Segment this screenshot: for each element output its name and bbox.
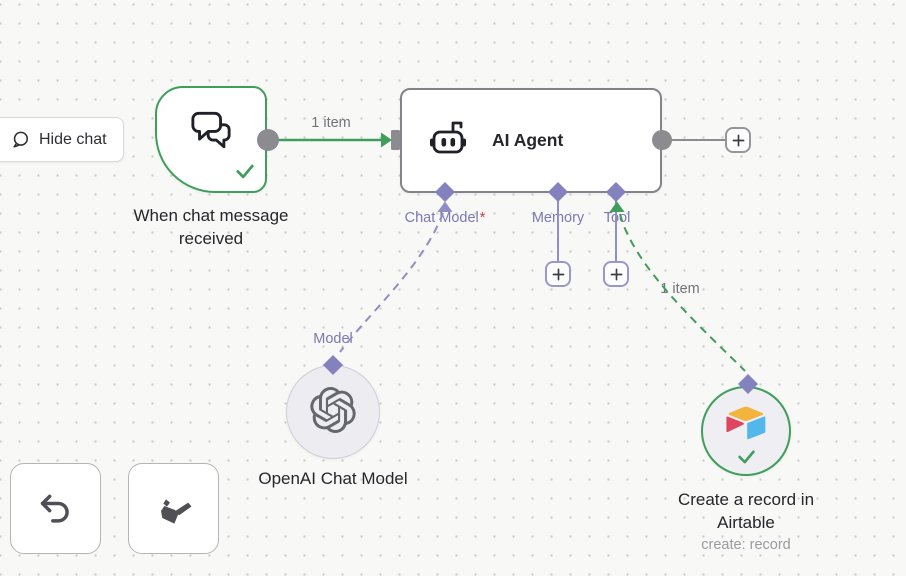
- memory-port-label: Memory: [531, 210, 585, 226]
- node-ai-agent[interactable]: AI Agent: [400, 88, 662, 193]
- tool-port-label: Tool: [603, 210, 631, 226]
- agent-node-title: AI Agent: [492, 130, 564, 150]
- trigger-node-label: When chat message received: [133, 206, 289, 248]
- add-node-after-agent-button[interactable]: [725, 127, 751, 153]
- undo-icon: [40, 494, 69, 523]
- plus-icon: [732, 134, 744, 146]
- node-chat-trigger[interactable]: [155, 86, 267, 193]
- hide-chat-label: Hide chat: [39, 130, 107, 148]
- chatmodel-port-label: Chat Model*: [404, 210, 486, 226]
- node-airtable[interactable]: [701, 386, 791, 476]
- openai-node-label: OpenAI Chat Model: [258, 469, 408, 488]
- airtable-logo-icon: [724, 404, 768, 447]
- openai-logo-icon: [310, 386, 356, 438]
- plus-icon: [610, 268, 622, 280]
- node-openai-chat-model[interactable]: [286, 365, 380, 459]
- undo-button[interactable]: [10, 463, 101, 554]
- add-memory-button[interactable]: [545, 261, 571, 287]
- plus-icon: [552, 268, 564, 280]
- airtable-operation-label: create: record: [701, 537, 791, 553]
- tool-connection-items-count: 1 item: [660, 281, 700, 297]
- success-check-icon: [235, 163, 255, 184]
- broom-icon: [160, 498, 191, 524]
- chat-bubbles-icon: [188, 110, 234, 157]
- airtable-node-label: Create a record in Airtable: [677, 490, 815, 532]
- tidy-up-button[interactable]: [128, 463, 219, 554]
- hide-chat-button[interactable]: Hide chat: [0, 117, 124, 162]
- success-check-icon: [737, 449, 756, 469]
- model-port-label: Model: [313, 331, 353, 347]
- required-asterisk: *: [479, 210, 486, 226]
- connection-items-count: 1 item: [311, 115, 351, 131]
- chat-bubble-icon: [11, 130, 30, 149]
- add-tool-button[interactable]: [603, 261, 629, 287]
- robot-icon: [427, 115, 473, 166]
